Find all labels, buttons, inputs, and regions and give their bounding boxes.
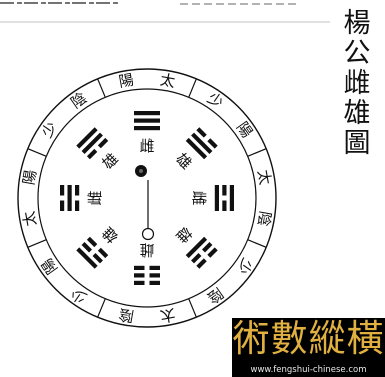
yang-line <box>76 247 98 269</box>
yin-line <box>134 265 145 270</box>
yin-line <box>86 148 98 160</box>
outer-ring-label: 陰 <box>254 210 274 228</box>
yang-line <box>185 236 208 259</box>
outer-ring-label: 陽 <box>117 71 135 91</box>
yin-line <box>207 247 218 258</box>
yang-line <box>134 118 160 123</box>
outer-ring-label: 陰 <box>117 305 135 325</box>
trigram <box>134 265 160 285</box>
watermark-url: www.fengshui-chinese.com <box>250 365 367 375</box>
trigram <box>214 185 234 211</box>
outer-ring-label: 陽 <box>38 255 61 278</box>
outer-ring-label: 少 <box>38 118 61 141</box>
trigram <box>134 111 160 131</box>
trigram <box>76 236 109 269</box>
center-ring <box>141 227 155 241</box>
inner-ring-label: 雌 <box>86 190 104 205</box>
yin-line <box>196 258 207 269</box>
outer-ring-label: 太 <box>159 71 177 91</box>
inner-ring-label: 雄 <box>99 150 122 173</box>
yang-line <box>134 126 160 131</box>
ring-divider <box>188 298 197 318</box>
ring-divider <box>27 239 47 248</box>
trigram-group <box>60 111 234 285</box>
inner-ring-label: 雌 <box>139 137 154 155</box>
yang-line <box>214 185 219 211</box>
yin-line <box>86 236 98 248</box>
inner-ring-label: 雌 <box>190 190 208 205</box>
inner-ring-label: 雄 <box>99 223 122 246</box>
title-char-2: 公 <box>343 38 371 69</box>
trigram <box>185 236 218 269</box>
yang-line <box>81 132 103 154</box>
yin-line <box>60 200 65 211</box>
yin-line <box>81 242 92 253</box>
yin-line <box>149 280 160 285</box>
outer-ring-label: 少 <box>67 284 90 307</box>
yin-line <box>92 253 103 264</box>
outer-ring-label: 太 <box>254 168 274 186</box>
outer-ring-label: 陽 <box>20 168 40 186</box>
watermark-text: 術數縱橫 <box>232 317 385 360</box>
yin-line <box>75 185 80 196</box>
inner-ring-label: 雌 <box>139 241 154 259</box>
trigram <box>76 127 109 160</box>
yin-line <box>207 138 218 149</box>
watermark-logo: 術數縱橫 www.fengshui-chinese.com <box>232 318 385 377</box>
trigram <box>185 127 218 160</box>
yin-line <box>134 273 145 278</box>
outer-ring-label: 少 <box>204 89 227 112</box>
outer-ring-label: 太 <box>159 305 177 325</box>
inner-ring-label: 雄 <box>172 223 195 246</box>
ring-divider <box>247 239 267 248</box>
title-char-5: 圖 <box>343 128 371 159</box>
trigram <box>60 185 80 211</box>
inner-ring-label: 雄 <box>172 150 195 173</box>
yin-line <box>75 200 80 211</box>
outer-ring-label: 少 <box>233 255 256 278</box>
outer-ring-label: 陽 <box>233 118 256 141</box>
ring-divider <box>97 298 106 318</box>
yin-line <box>149 273 160 278</box>
ring-divider <box>97 78 106 98</box>
yin-line <box>222 200 227 211</box>
title-char-3: 雌 <box>343 68 371 99</box>
outer-ring-label: 陰 <box>67 89 90 112</box>
yin-line <box>149 265 160 270</box>
outer-ring-labels: 陽太少陽太陰少陰太陰少陽太陽少陰 <box>20 71 275 326</box>
yin-line <box>97 247 109 259</box>
yin-line <box>202 242 213 253</box>
title-char-4: 雄 <box>343 98 371 129</box>
middle-circle <box>37 88 257 308</box>
outer-ring-label: 太 <box>20 210 40 228</box>
yin-line <box>222 185 227 196</box>
center-knob-dot <box>139 169 143 173</box>
title-char-1: 楊 <box>343 8 371 39</box>
outer-circle <box>17 68 277 328</box>
yin-line <box>196 127 207 138</box>
yang-line <box>67 185 72 211</box>
yin-line <box>134 280 145 285</box>
ring-divider <box>247 148 267 157</box>
yang-line <box>191 132 213 154</box>
yang-line <box>134 111 160 116</box>
ring-divider <box>188 78 197 98</box>
yin-line <box>97 137 109 149</box>
yang-line <box>185 137 208 160</box>
yang-line <box>229 185 234 211</box>
yin-line <box>191 253 202 264</box>
outer-ring-dividers <box>27 78 267 318</box>
yin-line <box>60 185 65 196</box>
yang-line <box>76 127 98 149</box>
ring-divider <box>27 148 47 157</box>
outer-ring-label: 陰 <box>204 284 227 307</box>
